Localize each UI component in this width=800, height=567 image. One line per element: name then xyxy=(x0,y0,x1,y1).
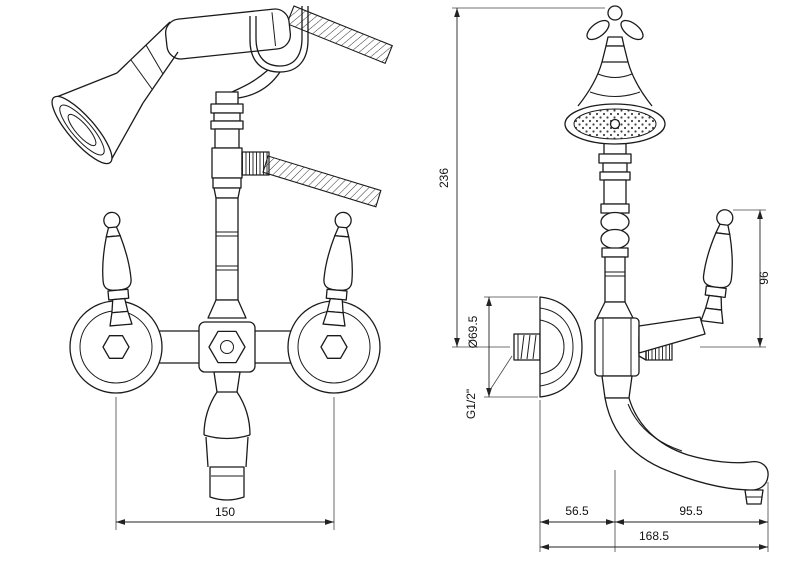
shower-hose-lower xyxy=(262,155,382,208)
dimension-150: 150 xyxy=(115,397,335,530)
handset-face xyxy=(51,95,113,165)
dim-label-connection-thread: G1/2" xyxy=(464,389,478,419)
dim-label-lever-height: 96 xyxy=(757,271,771,285)
dimension-diameter: Ø69.5 xyxy=(466,296,538,398)
dimension-95-5: 95.5 xyxy=(615,482,769,552)
dimension-168-5: 168.5 xyxy=(540,529,768,550)
front-view: 150 xyxy=(51,5,393,530)
dimension-56-5: 56.5 xyxy=(539,400,616,552)
dimension-thread: G1/2" xyxy=(464,355,513,419)
dim-label-axis-to-spout: 95.5 xyxy=(679,504,703,518)
side-view: 236 Ø69.5 G1/2" xyxy=(437,5,771,552)
body-hex-nut xyxy=(208,330,246,364)
dimension-236: 236 xyxy=(437,7,605,348)
dim-label-overall-height: 236 xyxy=(437,168,451,188)
dim-label-overall-projection: 168.5 xyxy=(639,529,669,543)
column-front xyxy=(207,91,247,319)
dimension-96: 96 xyxy=(700,209,771,348)
handle-side xyxy=(638,207,741,354)
mixer-body-side xyxy=(594,317,640,377)
mixer-body-front xyxy=(69,300,381,394)
dim-label-handle-spacing: 150 xyxy=(215,505,235,519)
spout-front xyxy=(203,371,251,501)
dim-label-wall-to-axis: 56.5 xyxy=(565,504,589,518)
column-side xyxy=(596,142,634,319)
spout-side xyxy=(601,375,769,505)
shower-cradle xyxy=(231,6,309,99)
thread-nipple xyxy=(513,333,541,361)
hand-shower xyxy=(51,8,292,165)
shower-hose-upper xyxy=(286,5,393,65)
shower-head-side xyxy=(564,5,666,145)
aerator-front xyxy=(209,466,245,501)
dim-label-escutcheon-diameter: Ø69.5 xyxy=(466,315,480,348)
escutcheon-side xyxy=(539,296,583,398)
